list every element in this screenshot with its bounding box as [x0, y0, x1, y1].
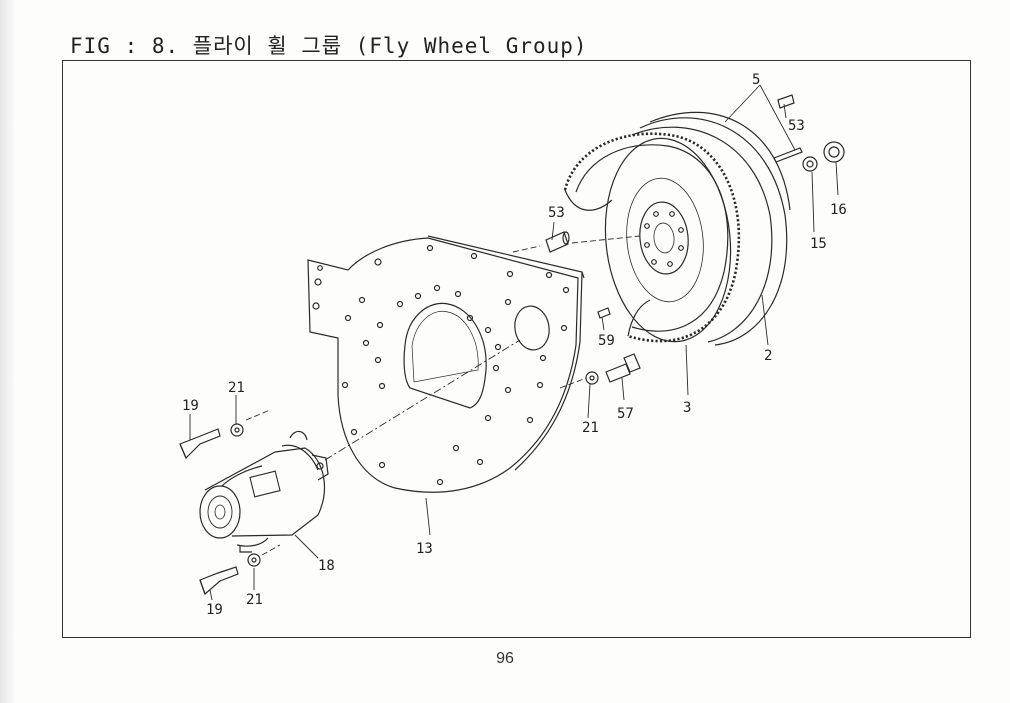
- page-number: 96: [496, 650, 514, 667]
- callout-21-bottom: 21: [246, 592, 263, 608]
- callout-15: 15: [810, 236, 827, 252]
- callout-21-right: 21: [582, 420, 599, 436]
- callout-59: 59: [598, 333, 615, 349]
- ring-gear-part: [563, 132, 741, 343]
- scan-edge-shadow: [0, 0, 14, 703]
- figure-frame: [62, 60, 971, 638]
- figure-title: FIG : 8. 플라이 휠 그룹 (Fly Wheel Group): [70, 34, 588, 58]
- callout-19-bottom: 19: [206, 602, 223, 618]
- callout-53-middle: 53: [548, 205, 565, 221]
- starter-motor-part: [199, 430, 329, 553]
- callout-57: 57: [617, 406, 634, 422]
- callout-21-top: 21: [228, 380, 245, 396]
- callout-13: 13: [416, 541, 433, 557]
- callout-16: 16: [830, 202, 847, 218]
- callout-3: 3: [683, 400, 691, 416]
- callout-18: 18: [318, 558, 335, 574]
- callout-5: 5: [752, 72, 760, 88]
- callout-labels: 5 53 16 15 53 2 59 3 21 57 21 19 18 13 1…: [182, 72, 847, 618]
- callout-19-top: 19: [182, 398, 199, 414]
- flywheel-part: [604, 111, 791, 346]
- callout-2: 2: [764, 348, 772, 364]
- flywheel-housing-plate: [307, 235, 585, 493]
- leader-lines: [189, 84, 839, 601]
- callout-53-top: 53: [788, 118, 805, 134]
- hardware-parts: [179, 94, 845, 596]
